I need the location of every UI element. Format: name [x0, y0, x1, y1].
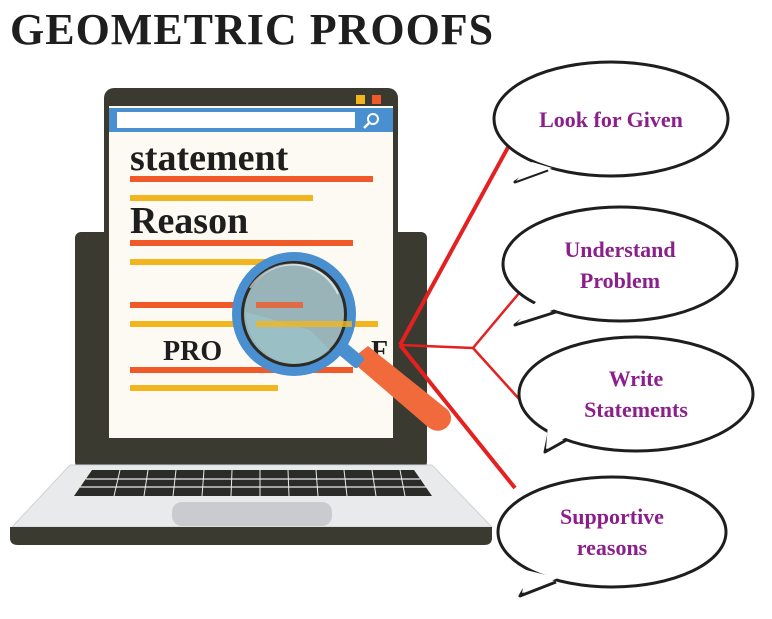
- bubble-supportive-reasons: Supportive reasons: [496, 475, 728, 598]
- reason-bar-orange: [130, 240, 353, 246]
- content-bar-orange: [130, 302, 303, 308]
- footer-bar-orange: [130, 367, 353, 373]
- bubble-text: Supportive: [560, 504, 664, 529]
- statement-bar-yellow: [130, 195, 313, 201]
- bubble-text: Write: [609, 366, 664, 391]
- bubble-understand-problem: Understand Problem: [501, 205, 739, 327]
- laptop-base-front: [10, 527, 492, 545]
- bubble-text: Statements: [584, 397, 688, 422]
- page-title: GEOMETRIC PROOFS: [10, 5, 495, 54]
- reason-label: Reason: [130, 200, 248, 242]
- search-input[interactable]: [117, 112, 355, 128]
- statement-bar-orange: [130, 176, 373, 182]
- statement-label: statement: [130, 137, 289, 179]
- search-icon: [363, 113, 379, 129]
- bubble-look-for-given: Look for Given: [492, 60, 730, 184]
- bubble-write-statements: Write Statements: [517, 335, 755, 454]
- bubble-text: reasons: [577, 535, 648, 560]
- laptop-keyboard: [74, 469, 432, 497]
- proof-label-left: PRO: [163, 336, 222, 367]
- window-button-orange: [372, 95, 381, 104]
- bubble-text: Problem: [580, 268, 660, 293]
- bubble-text: Look for Given: [539, 107, 683, 132]
- bubble-text: Understand: [564, 237, 675, 262]
- window-button-yellow: [356, 95, 365, 104]
- reason-bar-yellow: [130, 259, 288, 265]
- magnifier-icon: [232, 252, 452, 431]
- connector-lines: [398, 139, 521, 490]
- laptop-trackpad: [172, 502, 332, 526]
- footer-bar-yellow: [130, 385, 278, 391]
